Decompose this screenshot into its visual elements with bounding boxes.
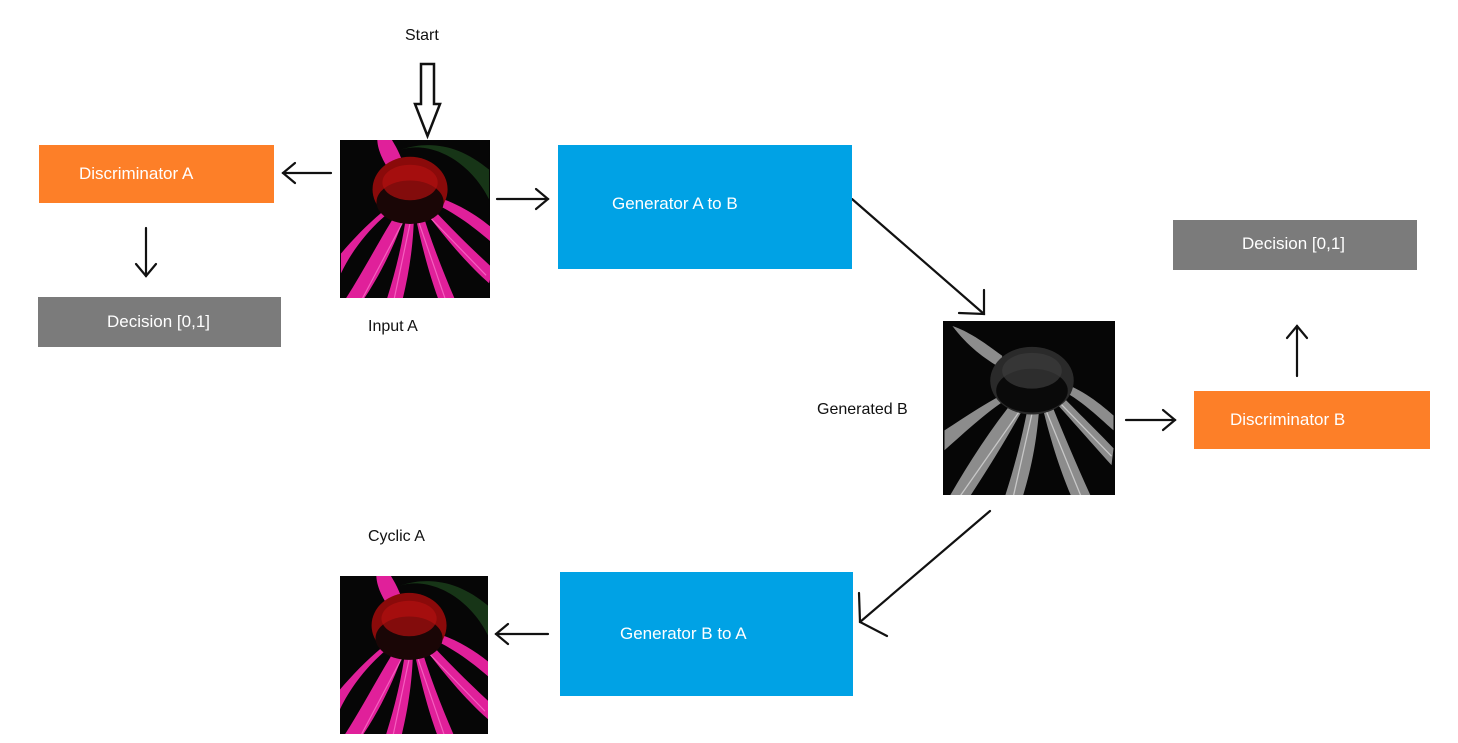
arrow-generator-ba-to-cyclic-a — [494, 622, 550, 646]
arrow-input-to-generator-ab — [495, 187, 550, 211]
generator-b-to-a-box: Generator B to A — [560, 572, 853, 696]
arrow-generated-b-to-discriminator-b — [1124, 408, 1177, 432]
discriminator-b-box: Discriminator B — [1194, 391, 1430, 449]
decision-b-box: Decision [0,1] — [1173, 220, 1417, 270]
arrow-input-to-discriminator-a — [281, 161, 333, 185]
arrow-generated-b-to-generator-ba — [857, 509, 992, 638]
generated-b-image — [943, 321, 1115, 495]
arrow-discriminator-a-to-decision — [134, 226, 158, 278]
discriminator-a-box: Discriminator A — [39, 145, 274, 203]
generated-b-label: Generated B — [817, 401, 908, 418]
decision-a-box: Decision [0,1] — [38, 297, 281, 347]
generator-a-to-b-box: Generator A to B — [558, 145, 852, 269]
arrow-generator-ab-to-generated-b — [850, 197, 986, 316]
start-arrow — [413, 62, 442, 140]
cyclic-a-label: Cyclic A — [368, 528, 425, 545]
start-label: Start — [405, 27, 439, 44]
cyclic-a-image — [340, 576, 488, 734]
input-a-label: Input A — [368, 318, 418, 335]
input-a-image — [340, 140, 490, 298]
arrow-discriminator-b-to-decision — [1285, 324, 1309, 378]
